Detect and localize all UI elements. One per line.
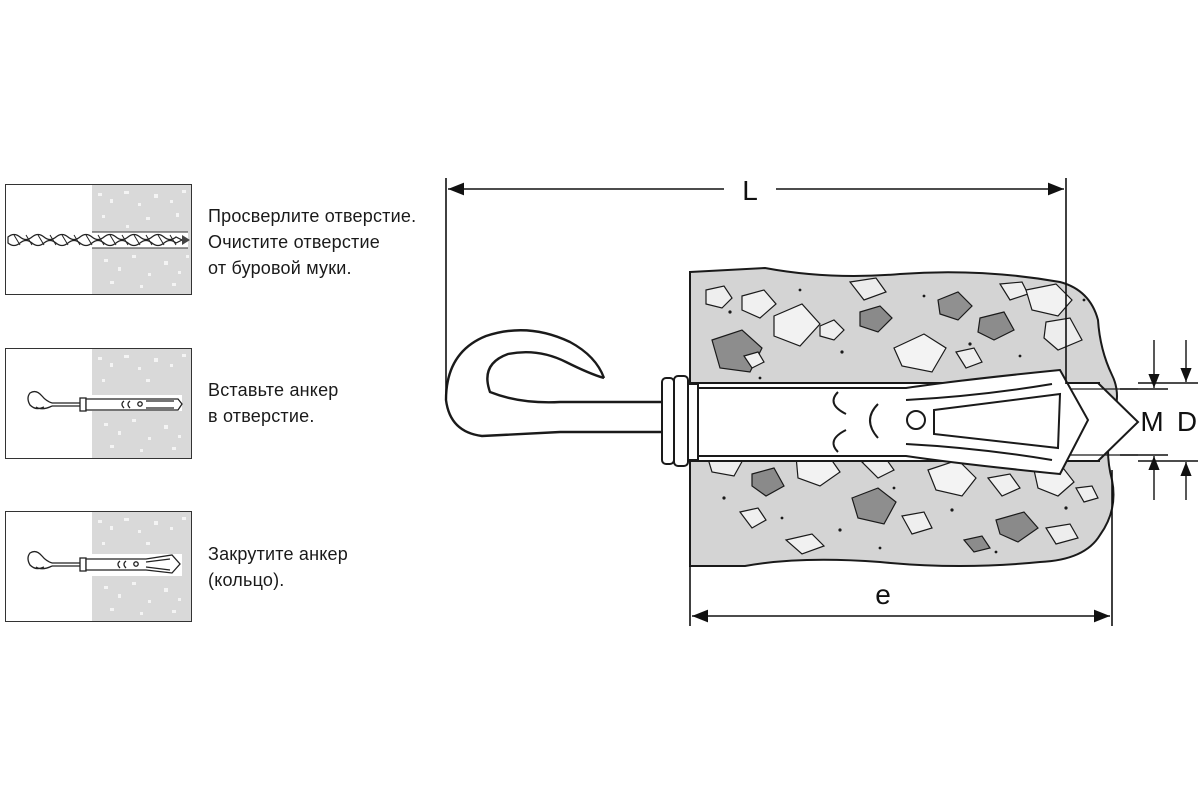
concrete-speckles [722,288,1086,554]
step-3-instructions: Закрутите анкер (кольцо). [208,541,348,593]
mini-anchor [27,390,183,412]
step-1-drill-panel [5,184,192,295]
mini-anchor-expanded [27,550,181,574]
step-1-instructions: Просверлите отверстие. Очистите отверсти… [208,203,416,281]
step-2-insert-panel [5,348,192,459]
anchor-sleeve [697,368,1090,476]
label-L: L [742,175,758,206]
concrete-aggregate [705,277,1099,555]
drill-illustration [7,185,191,294]
label-D: D [1177,406,1197,437]
step-1-line-1: Просверлите отверстие. [208,206,417,226]
step-2-line-2: в отверстие. [208,406,315,426]
step-1-line-2: Очистите отверстие [208,232,380,252]
label-e: e [875,579,891,610]
step-2-instructions: Вставьте анкер в отверстие. [208,377,339,429]
dimension-D [1138,340,1198,500]
step-3-screw-panel [5,511,192,622]
eye-hook [444,329,690,438]
dimension-e [689,470,1113,626]
step-3-line-1: Закрутите анкер [208,544,348,564]
step-2-line-1: Вставьте анкер [208,380,339,400]
step-1-line-3: от буровой муки. [208,258,352,278]
dimension-L [445,178,1067,400]
anchor-collar [661,375,699,467]
screw-illustration [27,512,191,621]
step-3-line-2: (кольцо). [208,570,285,590]
drill-bit [7,233,184,247]
label-M: M [1140,406,1163,437]
insert-illustration [27,349,191,458]
dimension-M [1120,340,1168,500]
